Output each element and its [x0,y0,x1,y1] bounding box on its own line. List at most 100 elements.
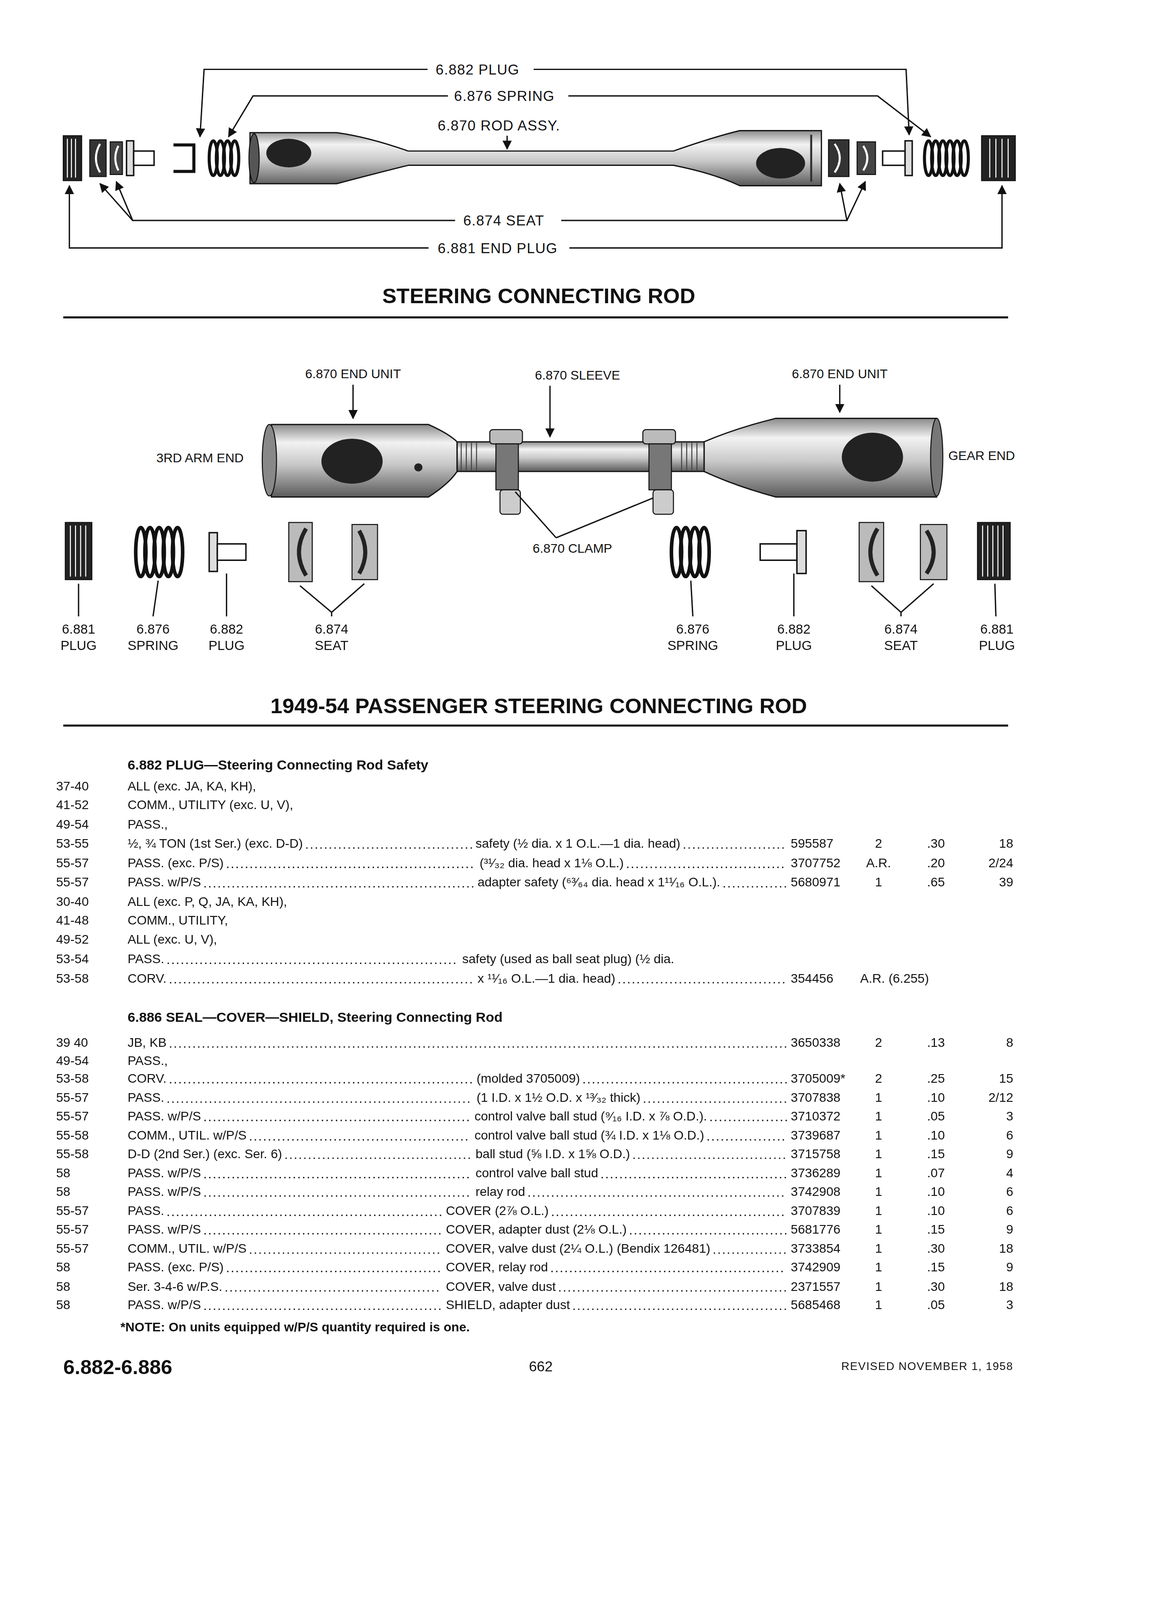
dot-leader [634,1157,787,1159]
figure-caption: STEERING CONNECTING ROD [382,283,696,309]
table-cell: 6 [1006,1128,1014,1144]
table-cell: 55-57 [55,1222,89,1237]
table-cell: A.R. [866,855,892,871]
table-cell: 49-54 [55,1054,89,1069]
table-cell: 3710372 [790,1109,841,1124]
exploded-parts [65,522,1011,582]
table-cell: .05 [927,1109,945,1124]
table-cell: A.R. (6.255) [860,971,930,986]
dot-leader [227,1270,442,1273]
dot-leader [529,1194,787,1197]
part-label: 6.881 PLUG [60,621,97,655]
table-cell: 8 [1006,1035,1014,1050]
table-cell: 2371557 [790,1279,841,1294]
table-cell: Ser. 3-4-6 w/P.S. [127,1279,223,1294]
dot-leader [168,962,459,965]
table-cell: PASS. (exc. P/S) [127,1259,225,1275]
table-cell: 3733854 [790,1241,841,1257]
part-label: 3RD ARM END [154,450,246,466]
leader-arrow [353,384,840,538]
dot-leader [552,1270,787,1273]
table-cell: .10 [927,1203,945,1219]
table-cell: 18 [999,836,1014,851]
dot-leader [644,1101,787,1103]
figure-caption: 1949-54 PASSENGER STEERING CONNECTING RO… [270,693,808,719]
table-cell: COVER, relay rod [445,1259,549,1275]
table-cell: 58 [55,1259,70,1275]
table-cell: .30 [927,1279,945,1294]
table-cell: PASS. w/P/S [127,1222,202,1237]
leader-arrow [69,69,1003,249]
table-cell: PASS., [127,1054,168,1069]
table-cell: JB, KB [127,1035,167,1050]
dot-leader [602,1176,787,1179]
table-cell: (³¹⁄₃₂ dia. head x 1⅛ O.L.) [479,855,624,871]
table-cell: 3650338 [790,1035,841,1050]
part-label: 6.870 END UNIT [303,367,404,382]
table-cell: .30 [927,836,945,851]
table-cell: CORV. [127,1071,167,1086]
table-cell: COMM., UTIL. w/P/S [127,1241,247,1257]
part-label: 6.876 SPRING [667,621,719,655]
table-cell: PASS. [127,1203,165,1219]
part-label: 6.874 SEAT [314,621,349,655]
table-cell: COVER (2⅞ O.L.) [445,1203,549,1219]
table-cell: 2 [874,836,883,851]
page-section-number: 6.882-6.886 [63,1355,173,1379]
table-cell: control valve ball stud [475,1166,599,1181]
table-cell: 55-57 [55,1090,89,1105]
table-cell: .15 [927,1259,945,1275]
table-cell: (1 I.D. x 1½ O.D. x ¹³⁄₃₂ thick) [476,1090,641,1105]
table-cell: COMM., UTIL. w/P/S [127,1128,247,1144]
table-cell: COVER, adapter dust (2⅛ O.L.) [445,1222,627,1237]
dot-leader [250,1252,443,1254]
dot-leader [711,1119,787,1121]
table-cell: 595587 [790,836,834,851]
page-number: 662 [529,1358,553,1375]
part-label: 6.870 END UNIT [789,367,890,382]
table-cell: ½, ¾ TON (1st Ser.) (exc. D-D) [127,836,304,851]
table-cell: PASS. w/P/S [127,1166,202,1181]
table-cell: 3736289 [790,1166,841,1181]
table-cell: 2 [874,1035,883,1050]
table-cell: COVER, valve dust [445,1279,556,1294]
dot-leader [306,847,472,849]
callout-label: 6.882 PLUG [433,61,522,78]
table-cell: 53-58 [55,971,89,986]
part-label: 6.876 SPRING [127,621,179,655]
table-cell: 49-54 [55,817,89,832]
section-heading: 6.882 PLUG—Steering Connecting Rod Safet… [127,757,429,774]
table-cell: 9 [1006,1259,1014,1275]
table-cell: 37-40 [55,779,89,795]
table-cell: 1 [874,1128,883,1144]
rod-assembly [249,130,822,186]
table-cell: PASS. [127,1090,165,1105]
dot-leader [574,1308,787,1310]
table-cell: 55-57 [55,875,89,890]
table-cell: control valve ball stud (¾ I.D. x 1⅛ O.D… [474,1128,705,1144]
table-cell: D-D (2nd Ser.) (exc. Ser. 6) [127,1146,283,1162]
table-cell: ALL (exc. P, Q, JA, KA, KH), [127,894,288,910]
table-cell: 1 [874,1241,883,1257]
table-cell: 4 [1006,1166,1014,1181]
table-cell: 55-57 [55,1203,89,1219]
table-cell: 1 [874,1297,883,1313]
dot-leader [170,981,474,984]
table-cell: 18 [999,1279,1014,1294]
clamp [489,429,676,515]
table-cell: 9 [1006,1146,1014,1162]
table-cell: 2 [874,1071,883,1086]
table-cell: 3715758 [790,1146,841,1162]
table-cell: 3742908 [790,1184,841,1199]
table-cell: .25 [927,1071,945,1086]
dot-leader [708,1139,787,1141]
table-cell: COMM., UTILITY, [127,913,229,928]
table-cell: 55-57 [55,855,89,871]
table-cell: 1 [874,1166,883,1181]
dot-leader [684,847,787,849]
table-cell: 1 [874,1222,883,1237]
table-cell: control valve ball stud (⁹⁄₁₆ I.D. x ⅞ O… [474,1109,708,1124]
dot-leader [168,1214,442,1216]
table-cell: PASS., [127,817,168,832]
table-cell: 1 [874,1146,883,1162]
